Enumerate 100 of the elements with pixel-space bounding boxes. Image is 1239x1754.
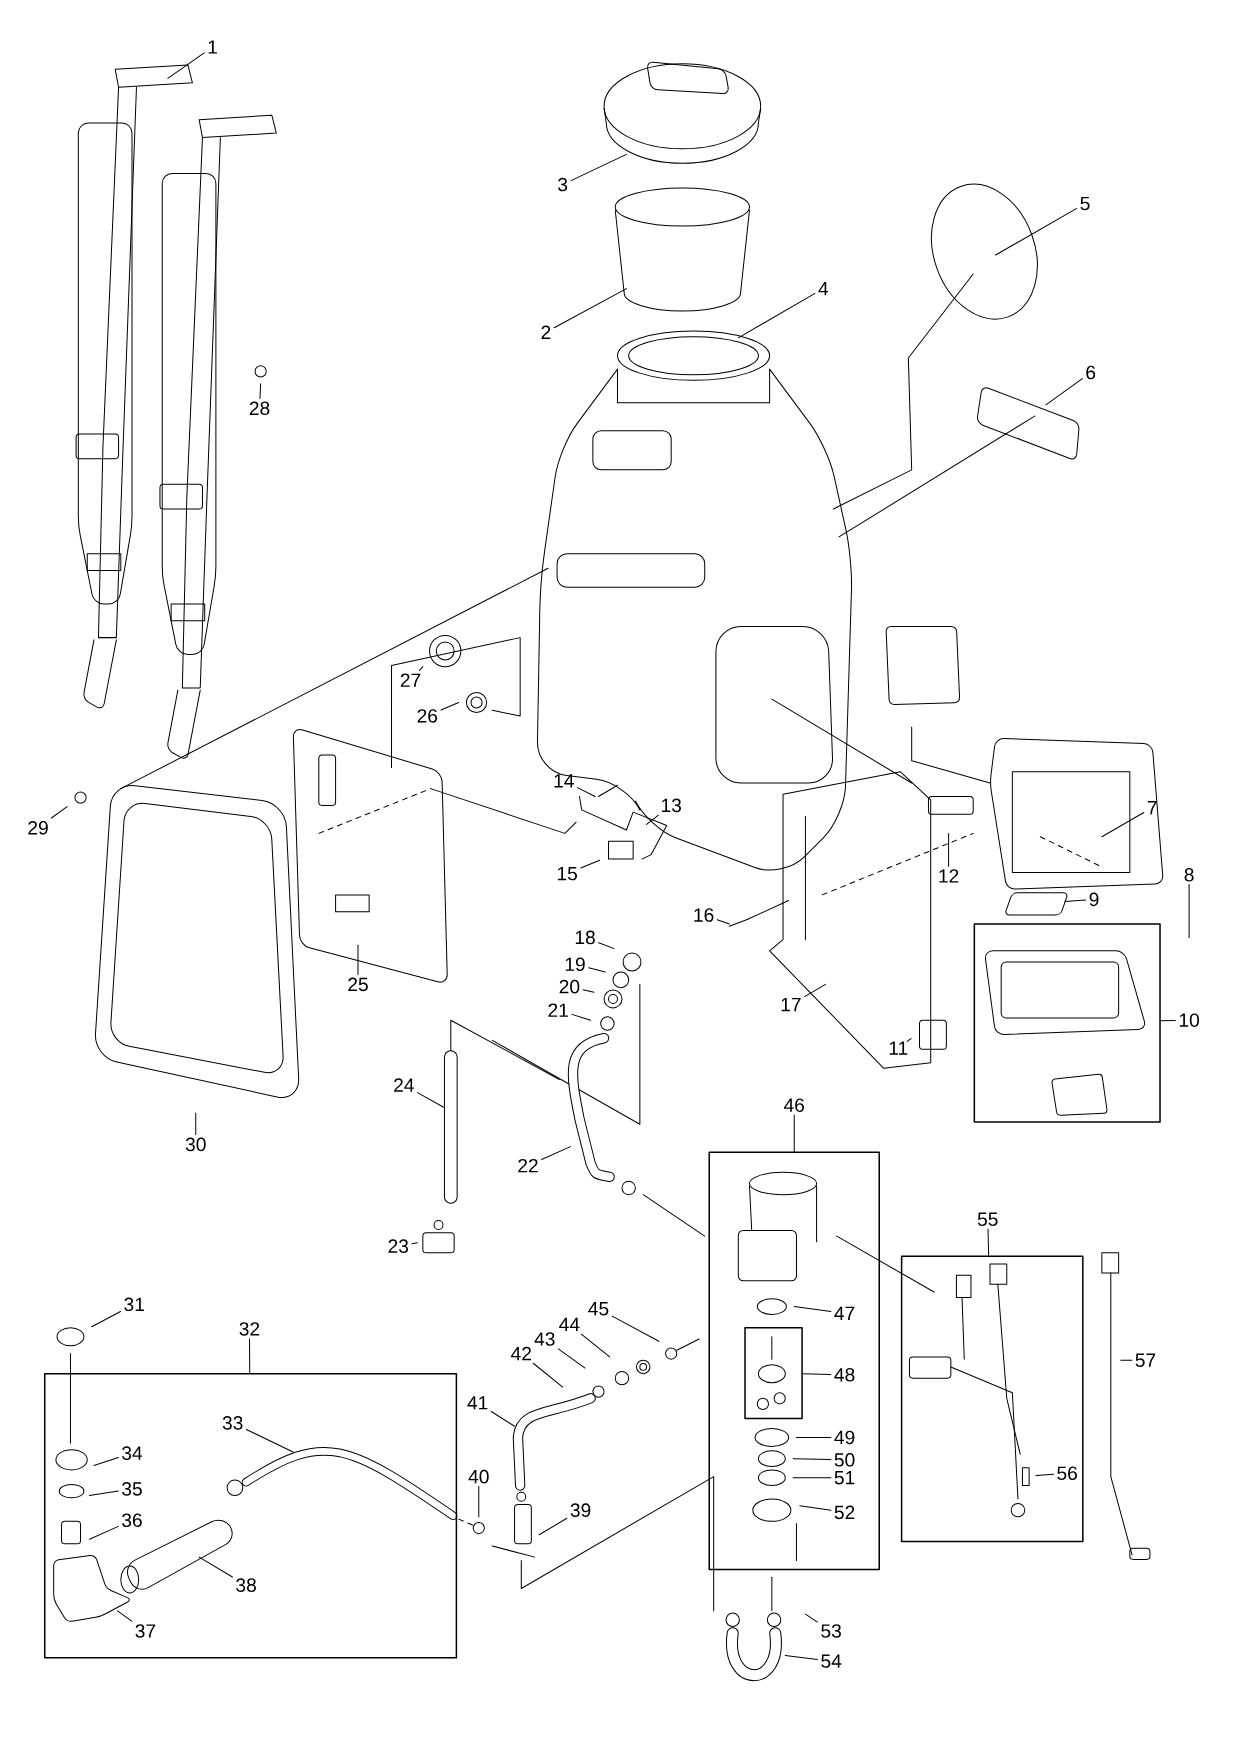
leader-line <box>994 207 1078 256</box>
callout-number: 50 <box>834 1453 855 1467</box>
leader-line <box>88 1525 119 1540</box>
callout-number: 26 <box>417 709 437 723</box>
callout-number: 51 <box>834 1471 855 1485</box>
callout-number: 7 <box>1147 801 1157 815</box>
callout-number: 35 <box>121 1482 142 1496</box>
callout-number: 52 <box>834 1505 855 1520</box>
callout-number: 32 <box>239 1322 259 1336</box>
leader-line <box>116 1610 133 1622</box>
leader-line <box>532 1362 563 1388</box>
leader-line <box>167 52 205 79</box>
callout-number: 54 <box>821 1654 842 1668</box>
leader-line <box>716 919 730 925</box>
group-frame <box>708 1151 880 1571</box>
leader-line <box>538 1517 568 1536</box>
callout-number: 10 <box>1179 1013 1199 1027</box>
leader-line <box>1101 812 1145 838</box>
leader-line <box>478 1485 480 1518</box>
callout-number: 40 <box>468 1469 489 1484</box>
callout-number: 8 <box>1184 868 1194 882</box>
leader-line <box>611 1315 660 1342</box>
group-frame <box>43 1372 457 1659</box>
leader-line <box>259 383 261 399</box>
callout-number: 47 <box>834 1306 855 1320</box>
callout-number: 55 <box>977 1212 998 1226</box>
leader-line <box>195 1112 197 1136</box>
callout-number: 17 <box>781 997 801 1012</box>
leader-line <box>540 1146 571 1160</box>
leader-line <box>553 288 627 329</box>
callout-number: 5 <box>1080 196 1090 211</box>
callout-number: 45 <box>588 1302 609 1316</box>
callout-number: 27 <box>400 673 421 687</box>
callout-number: 28 <box>249 401 270 416</box>
leader-line <box>799 1505 832 1511</box>
leader-line <box>93 1457 119 1466</box>
callout-number: 16 <box>694 908 714 922</box>
leader-line <box>440 702 459 711</box>
leader-line <box>418 666 424 671</box>
leader-line <box>411 1242 418 1245</box>
leader-line <box>576 787 596 797</box>
leader-line <box>557 1348 586 1369</box>
callout-number: 37 <box>135 1624 155 1638</box>
callout-number: 42 <box>510 1346 531 1361</box>
callout-number: 43 <box>534 1332 555 1346</box>
callout-number: 3 <box>557 177 567 192</box>
leader-line <box>245 1429 294 1453</box>
leader-line <box>580 859 600 869</box>
leader-line <box>793 1306 832 1312</box>
callout-number: 20 <box>559 979 580 994</box>
leader-line <box>792 1477 832 1479</box>
leader-line <box>987 1228 989 1256</box>
leader-line <box>947 832 949 867</box>
group-frame <box>900 1255 1084 1543</box>
leader-line <box>792 1458 832 1460</box>
callout-number: 25 <box>348 977 368 992</box>
leader-line <box>1188 884 1190 938</box>
leader-line <box>582 989 595 993</box>
leader-line <box>804 1613 818 1623</box>
callout-number: 30 <box>185 1137 206 1152</box>
leader-line <box>357 944 359 976</box>
callout-number: 1 <box>208 40 217 54</box>
callout-number: 41 <box>467 1396 488 1410</box>
leader-line <box>248 1338 250 1374</box>
leader-line <box>906 1038 912 1042</box>
callout-number: 33 <box>222 1416 243 1430</box>
leader-line <box>784 1655 818 1660</box>
leader-line <box>571 1013 591 1021</box>
callout-number: 39 <box>570 1503 591 1517</box>
leader-line <box>50 806 68 819</box>
leader-line <box>570 153 627 182</box>
leader-line <box>645 814 659 825</box>
leader-line <box>88 1490 119 1497</box>
callout-number: 12 <box>939 869 959 883</box>
callout-number: 38 <box>235 1578 256 1592</box>
leader-line <box>803 983 826 998</box>
leader-line <box>580 1333 610 1358</box>
callout-number: 13 <box>661 798 681 813</box>
callout-number: 53 <box>821 1624 841 1638</box>
leader-line <box>490 1410 515 1427</box>
leader-line <box>587 967 606 973</box>
callout-number: 57 <box>1135 1353 1155 1367</box>
leader-line <box>91 1311 121 1328</box>
callout-number: 9 <box>1089 892 1099 907</box>
callout-number: 14 <box>554 774 574 788</box>
callout-number: 31 <box>124 1297 144 1312</box>
callout-number: 34 <box>121 1446 142 1460</box>
callout-number: 6 <box>1086 365 1095 380</box>
callout-number: 15 <box>557 866 577 881</box>
leader-line <box>737 292 816 339</box>
callout-number: 2 <box>541 325 551 339</box>
leader-line <box>198 1556 233 1578</box>
group-frame <box>973 923 1161 1123</box>
leader-line <box>793 1114 795 1152</box>
leader-line <box>1045 378 1083 406</box>
callout-number: 24 <box>393 1078 414 1092</box>
callout-number: 19 <box>565 957 585 972</box>
group-frame <box>744 1327 803 1420</box>
callout-number: 48 <box>834 1368 855 1382</box>
callout-number: 29 <box>28 821 48 835</box>
